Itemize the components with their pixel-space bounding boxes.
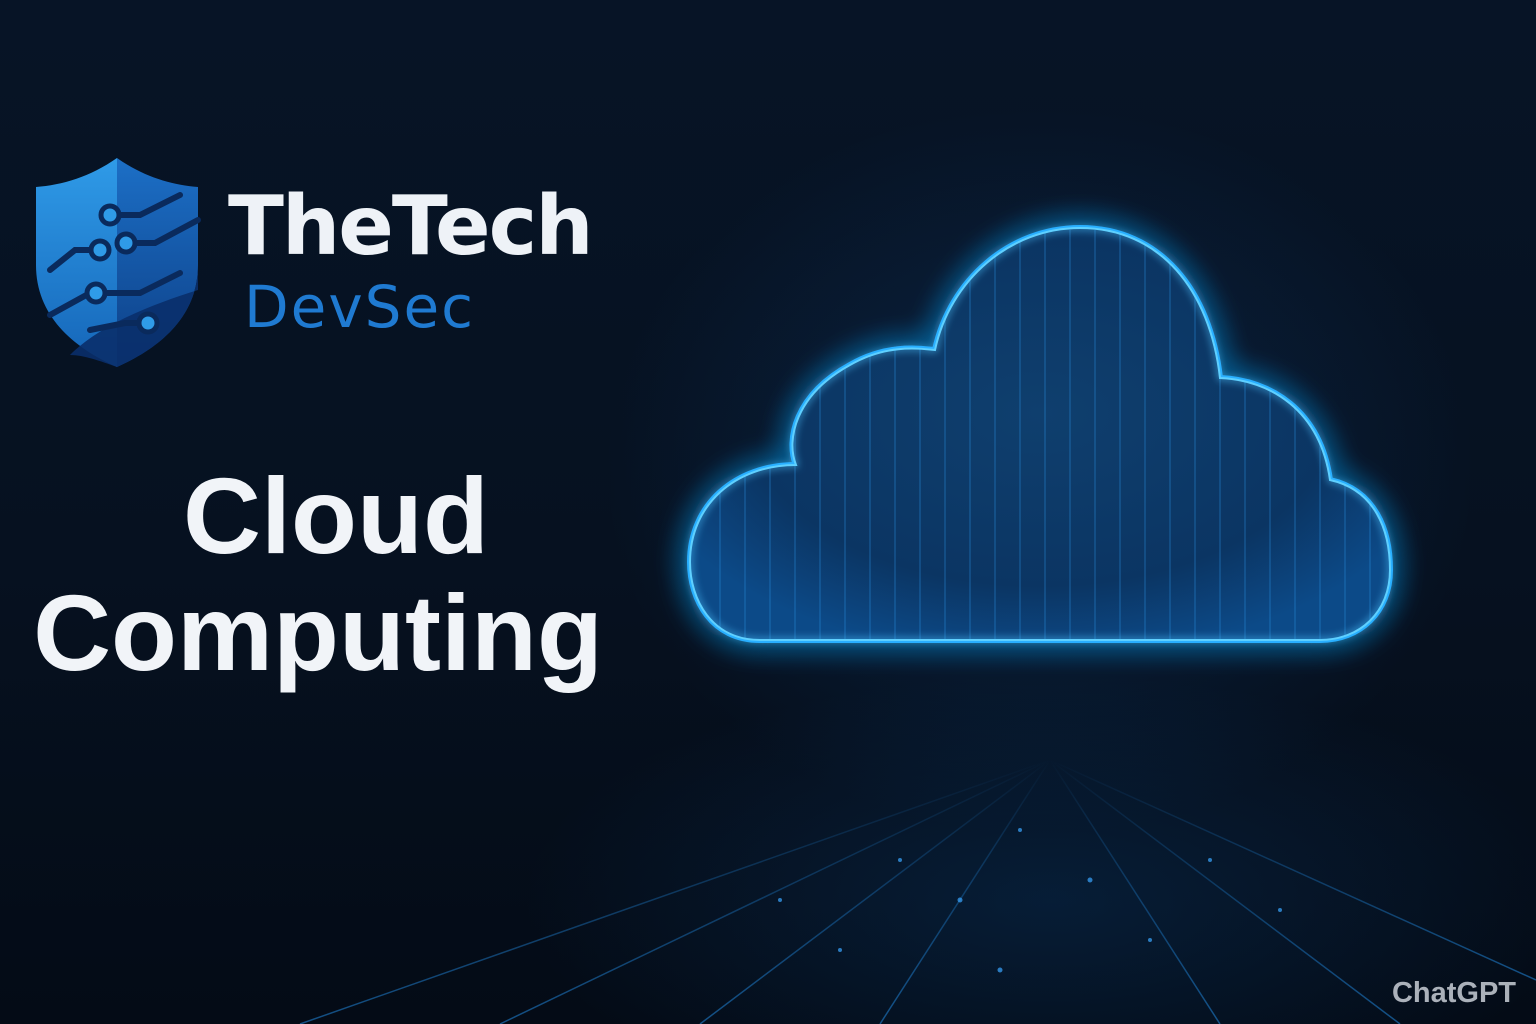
brand-wordmark: TheTech DevSec (228, 179, 594, 341)
floor-sparkles (778, 828, 1282, 973)
brand-subtitle: DevSec (244, 273, 476, 341)
watermark: ChatGPT (1391, 977, 1516, 1009)
cloud-icon (686, 224, 1394, 643)
floor-grid (80, 759, 1536, 1024)
title-line-2: Computing (33, 571, 603, 693)
title-line-1: Cloud (183, 455, 489, 576)
brand-name: TheTech (228, 179, 594, 274)
shield-circuit-icon (36, 158, 201, 367)
page-title: Cloud Computing (0, 455, 672, 693)
